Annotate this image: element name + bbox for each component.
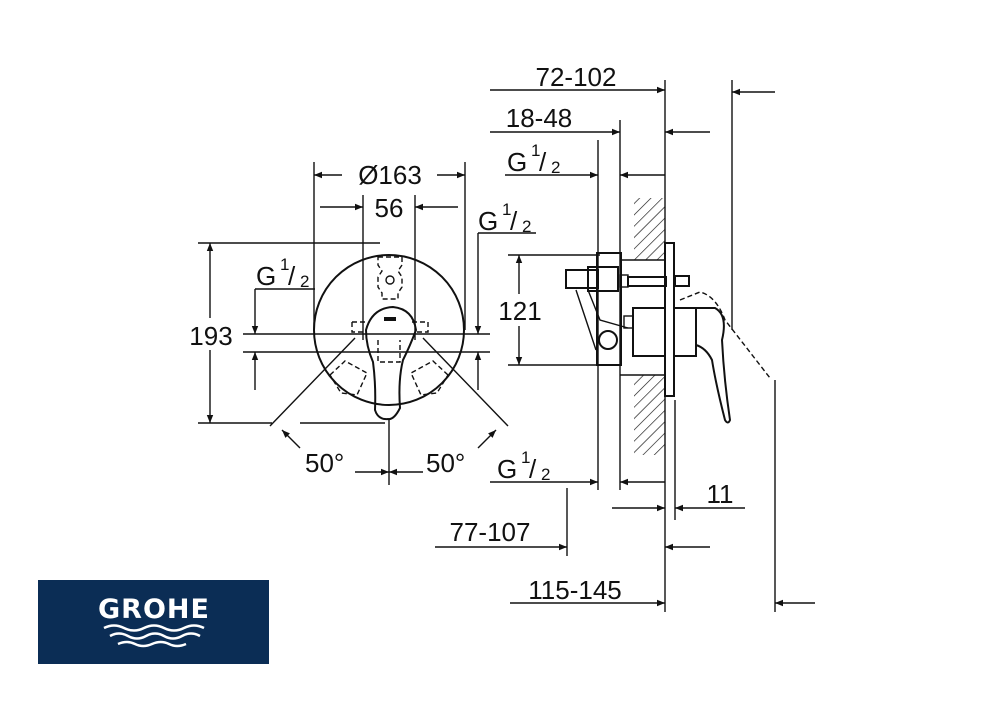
dim-11: 11 — [707, 479, 734, 509]
thread-label-right: G 1 / 2 — [478, 200, 531, 236]
diverter-hidden — [377, 256, 403, 300]
svg-text:/: / — [288, 261, 296, 291]
svg-text:G: G — [478, 206, 498, 236]
svg-text:2: 2 — [300, 272, 309, 291]
svg-text:G: G — [507, 147, 527, 177]
svg-text:G: G — [497, 454, 517, 484]
front-view: Ø163 56 193 G 1 / 2 G 1 / 2 — [189, 160, 536, 485]
dim-diameter-163: Ø163 — [358, 160, 422, 190]
angle-left: 50° — [305, 448, 344, 478]
svg-text:1: 1 — [521, 448, 530, 467]
dim-56: 56 — [375, 193, 404, 223]
dim-18-48: 18-48 — [506, 103, 573, 133]
svg-text:G: G — [256, 261, 276, 291]
thread-label-top: G 1 / 2 — [507, 141, 560, 177]
svg-text:2: 2 — [522, 217, 531, 236]
thread-label-left: G 1 / 2 — [256, 255, 309, 291]
svg-text:GROHE: GROHE — [98, 594, 210, 625]
svg-text:/: / — [510, 206, 518, 236]
grohe-logo: GROHE — [38, 580, 269, 664]
lever-side — [695, 307, 732, 424]
dim-77-107: 77-107 — [450, 517, 531, 547]
svg-text:/: / — [539, 147, 547, 177]
dim-193: 193 — [189, 321, 232, 351]
svg-text:/: / — [529, 454, 537, 484]
svg-text:1: 1 — [502, 200, 511, 219]
angle-right: 50° — [426, 448, 465, 478]
dim-121: 121 — [498, 296, 541, 326]
dim-115-145: 115-145 — [528, 575, 622, 605]
valve-body — [565, 242, 697, 397]
cover-plate — [313, 254, 465, 406]
lever-handle — [364, 305, 418, 421]
svg-text:1: 1 — [280, 255, 289, 274]
svg-text:1: 1 — [531, 141, 540, 160]
dim-72-102: 72-102 — [536, 62, 617, 92]
svg-text:2: 2 — [551, 158, 560, 177]
svg-text:2: 2 — [541, 465, 550, 484]
side-view: 72-102 18-48 G 1 / 2 121 G 1 / 2 — [435, 62, 815, 612]
thread-label-bottom: G 1 / 2 — [497, 448, 550, 484]
